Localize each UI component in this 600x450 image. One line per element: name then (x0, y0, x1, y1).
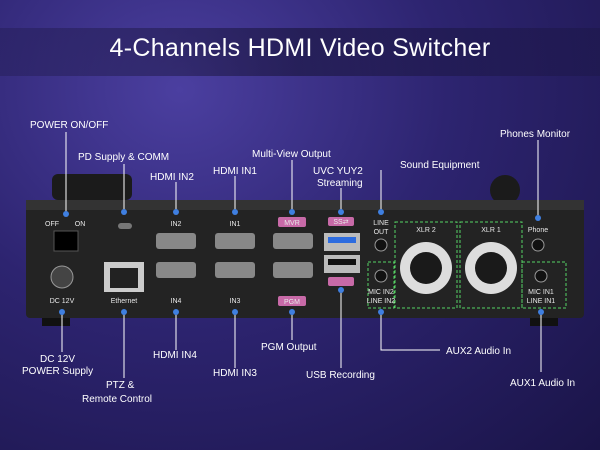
mvr-tag (278, 217, 306, 227)
callout-pgm: PGM Output (261, 342, 317, 353)
xlr2-box (394, 221, 458, 309)
panel-xlr1-label: XLR 1 (481, 227, 501, 234)
callout-dots (59, 209, 544, 315)
callout-aux2: AUX2 Audio In (446, 346, 512, 357)
callout-usb: USB Recording (306, 370, 375, 381)
panel-mic2a-label: MIC IN2 (368, 289, 394, 296)
line-out-jack[interactable] (374, 238, 388, 252)
power-switch[interactable] (53, 230, 79, 252)
hdmi-pgm-port[interactable] (273, 262, 313, 278)
panel-in2-label: IN2 (171, 221, 182, 228)
rear-knob-left (52, 174, 132, 200)
panel-off-label: OFF (45, 221, 59, 228)
callout-hdmi-in1: HDMI IN1 (213, 166, 257, 177)
hdmi-in4-port[interactable] (156, 262, 196, 278)
panel-on-label: ON (75, 221, 86, 228)
callout-hdmi-in4: HDMI IN4 (153, 350, 197, 361)
panel-in1-label: IN1 (230, 221, 241, 228)
callout-dc-a: DC 12V (40, 354, 76, 365)
mic1-jack[interactable] (534, 269, 548, 283)
callout-ptz-b: Remote Control (82, 394, 153, 405)
callout-phones: Phones Monitor (500, 129, 571, 140)
hdmi-mvr-port[interactable] (273, 233, 313, 249)
pgm-tag (278, 296, 306, 306)
xlr2-combo-center (410, 252, 442, 284)
mic2-jack[interactable] (374, 269, 388, 283)
panel-mic2b-label: LINE IN2 (367, 298, 396, 305)
mic2-box (367, 261, 395, 309)
foot-left (42, 318, 70, 326)
callout-power: POWER ON/OFF (30, 120, 109, 131)
page-title: 4-Channels HDMI Video Switcher (109, 34, 491, 62)
panel-line-label: LINE (373, 220, 389, 227)
panel-dc-label: DC 12V (50, 298, 75, 305)
callout-multiview: Multi-View Output (252, 149, 331, 160)
hdmi-in2-port[interactable] (156, 233, 196, 249)
panel-ss-label: SS⇄ (333, 219, 348, 226)
panel-phone-label: Phone (528, 227, 548, 234)
panel-out-label: OUT (374, 229, 390, 236)
callout-hdmi-in3: HDMI IN3 (213, 368, 257, 379)
panel-ethernet-label: Ethernet (111, 298, 138, 305)
panel-mic1a-label: MIC IN1 (528, 289, 554, 296)
mic1-box (521, 261, 567, 309)
callout-dc-b: POWER Supply (22, 366, 94, 377)
callout-ptz-a: PTZ & (106, 380, 135, 391)
dc-jack[interactable] (50, 265, 74, 289)
usb-uvc-tongue (328, 237, 356, 243)
callout-lines (61, 132, 542, 378)
device-top-edge (26, 200, 584, 210)
ethernet-port-inner (110, 268, 138, 288)
title-banner (0, 28, 600, 76)
panel-mvr-label: MVR (284, 220, 300, 227)
rear-knob-right (490, 175, 520, 205)
phone-jack[interactable] (531, 238, 545, 252)
panel-mic1b-label: LINE IN1 (527, 298, 556, 305)
hdmi-in1-port[interactable] (215, 233, 255, 249)
usb-recording-tongue (328, 259, 356, 265)
panel-pgm-label: PGM (284, 299, 300, 306)
xlr1-combo-center (475, 252, 507, 284)
hdmi-in3-port[interactable] (215, 262, 255, 278)
callout-pd: PD Supply & COMM (78, 152, 170, 163)
callout-uvc: UVC YUY2 (313, 166, 363, 177)
panel-in4-label: IN4 (171, 298, 182, 305)
callout-aux1: AUX1 Audio In (510, 378, 576, 389)
foot-right (530, 318, 558, 326)
ss-tag (328, 217, 354, 226)
callout-sound: Sound Equipment (400, 160, 480, 171)
panel-in3-label: IN3 (230, 298, 241, 305)
panel-xlr2-label: XLR 2 (416, 227, 436, 234)
callout-hdmi-in2: HDMI IN2 (150, 172, 194, 183)
usb-tag (328, 277, 354, 286)
usb-c-port[interactable] (118, 223, 132, 229)
device-body (26, 200, 584, 318)
callout-uvc-streaming: Streaming (317, 178, 363, 189)
